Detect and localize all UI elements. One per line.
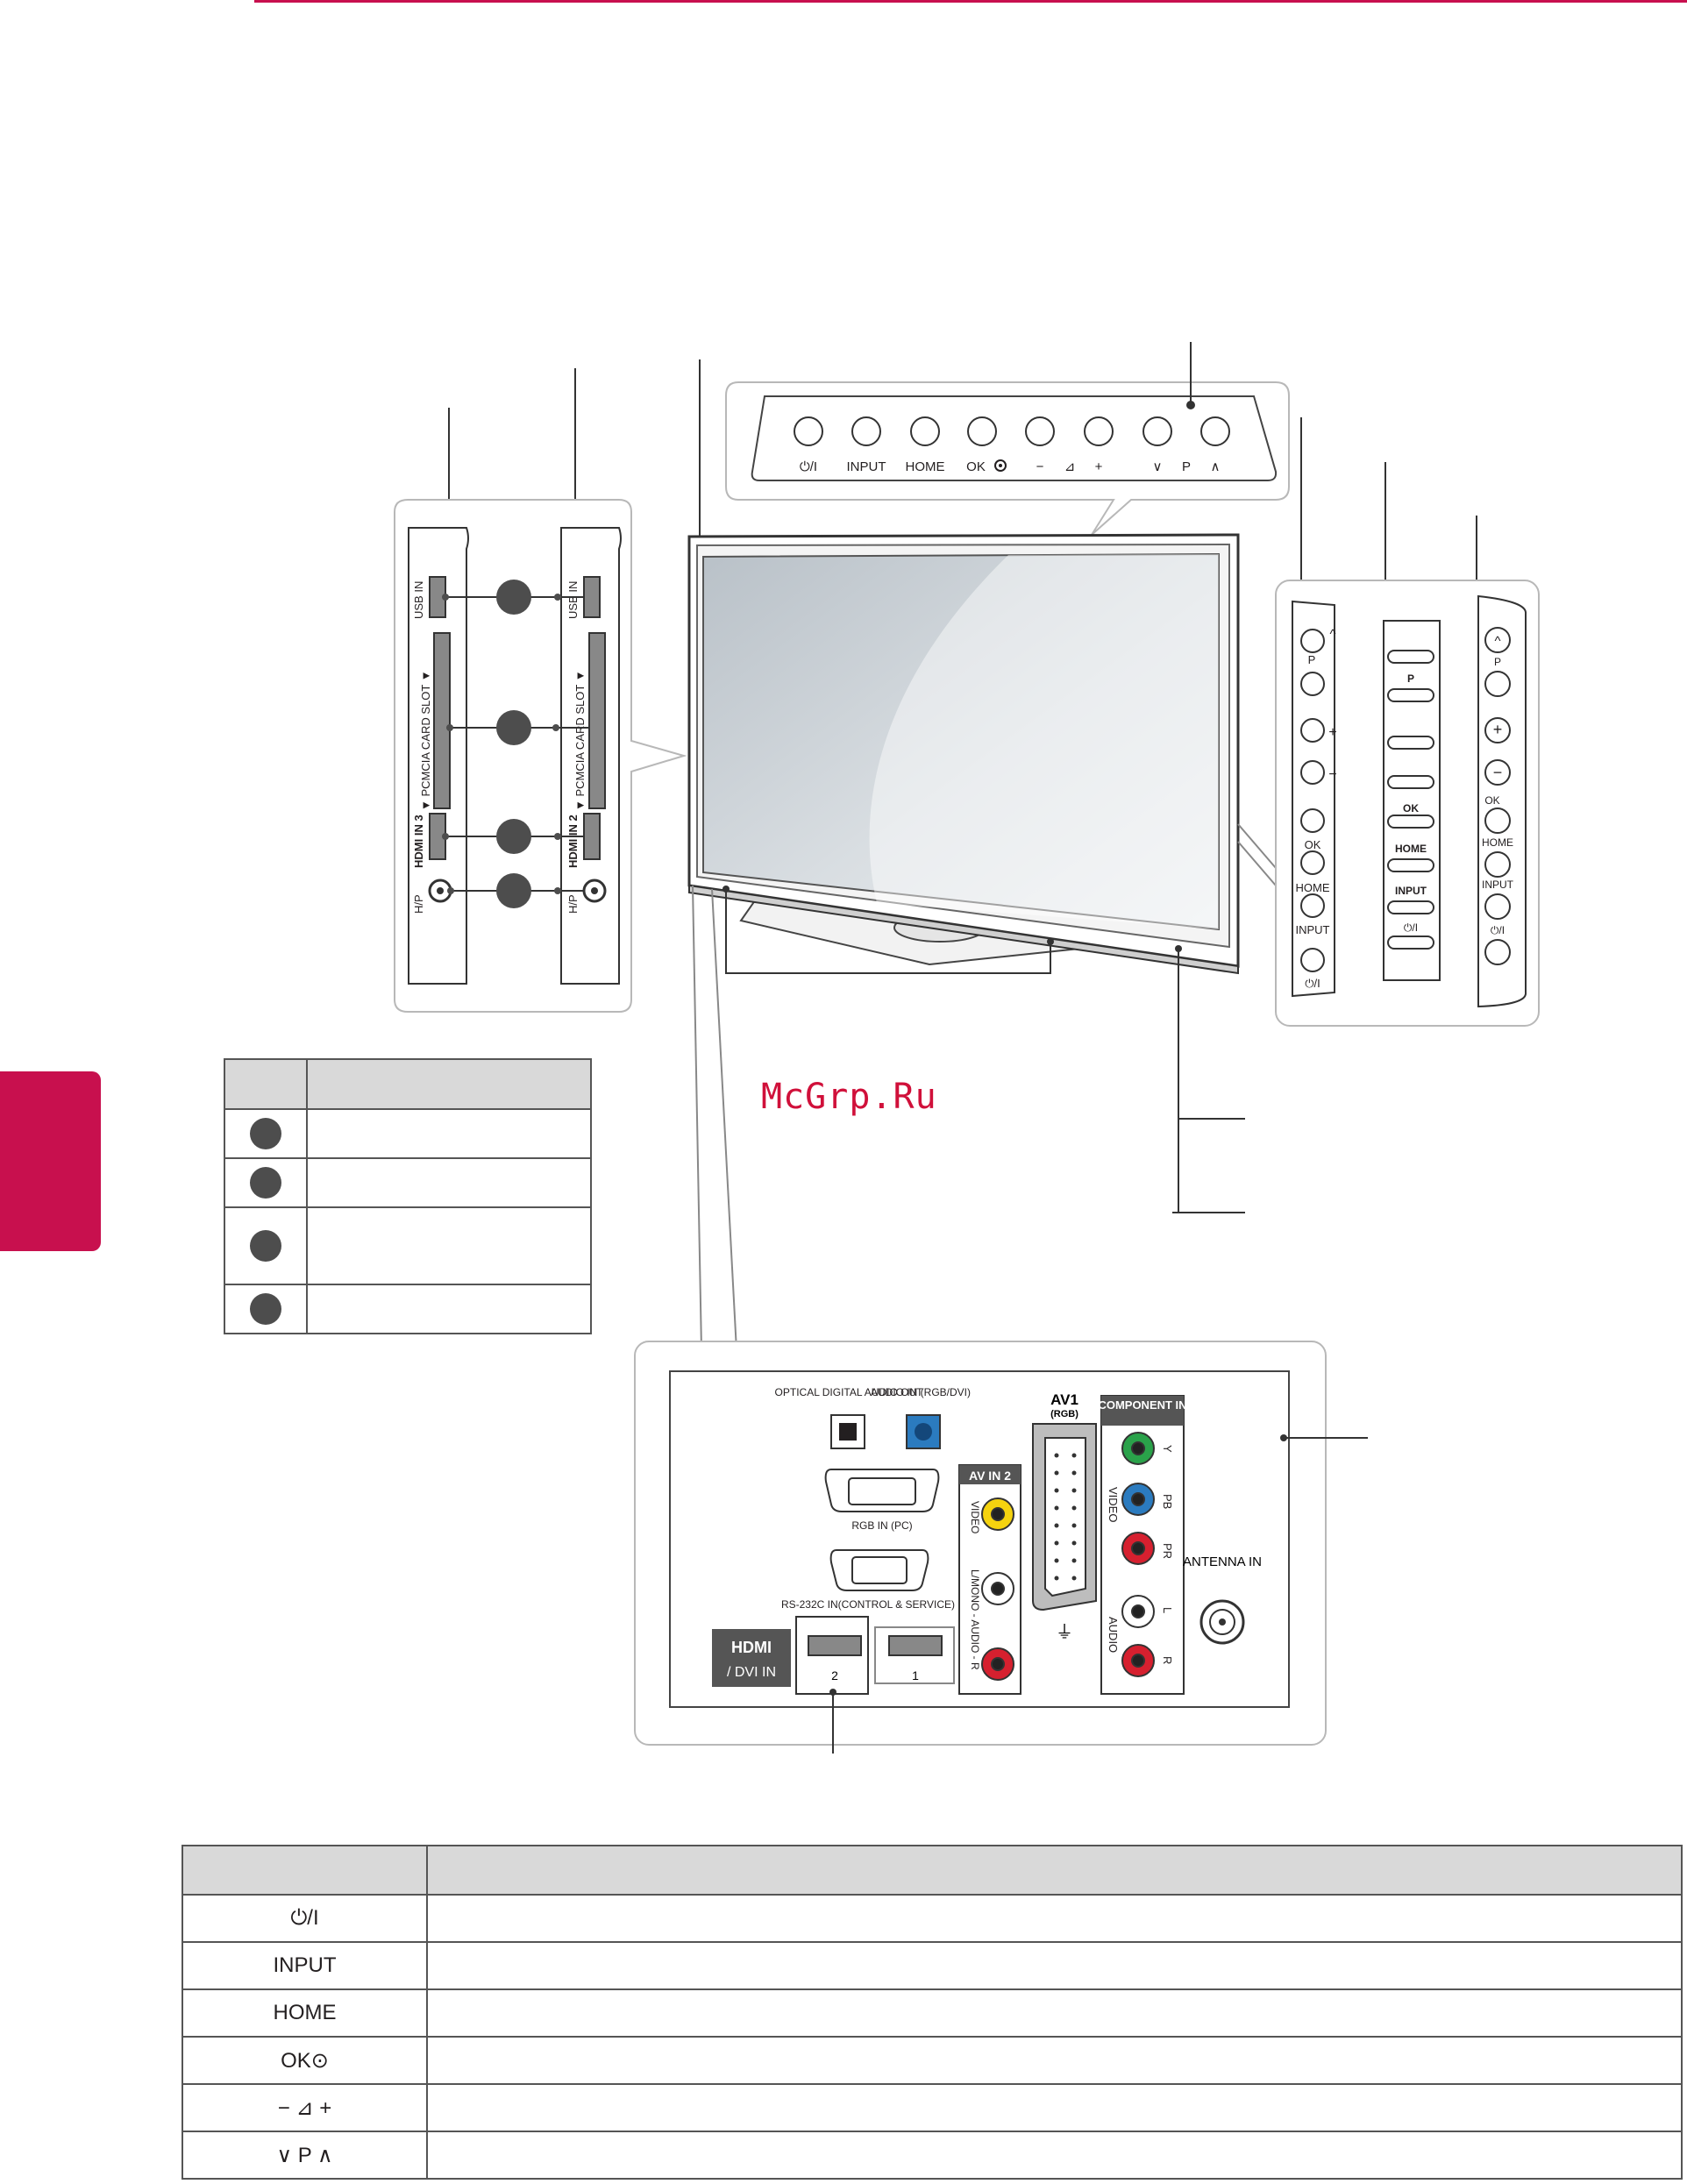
hp-label-3: H/P xyxy=(412,894,425,914)
row-power-symbol: ⏻/I xyxy=(182,1894,428,1943)
comp-pb-label: PB xyxy=(1161,1494,1174,1509)
top-btn-ok: OK xyxy=(966,459,986,474)
hdmi-port-2: 2 xyxy=(831,1668,838,1682)
top-btn-down: ∨ xyxy=(1153,459,1163,474)
side-buttons-callout: P OK HOME INPUT ⏻/I ^ + − P OK HOME INPU… xyxy=(1275,580,1540,1027)
comp-audio-label: AUDIO xyxy=(1107,1617,1120,1653)
hdmi3-label: HDMI IN 3 xyxy=(412,815,425,868)
comp-r-label: R xyxy=(1161,1656,1174,1664)
rgb-in-label: RGB IN (PC) xyxy=(851,1519,912,1532)
side-ports-callout: USB IN USB IN ▼ PCMCIA CARD SLOT ▼ ▼ PCM… xyxy=(394,499,687,1013)
legend-dot-3 xyxy=(250,1230,281,1262)
section-tab xyxy=(0,1071,101,1251)
panel-a-power: ⏻/I xyxy=(1305,977,1320,990)
panel-c-ok: OK xyxy=(1484,794,1499,807)
top-rule xyxy=(254,0,1687,3)
panel-b-input: INPUT xyxy=(1395,885,1427,897)
comp-y-label: Y xyxy=(1161,1445,1174,1453)
top-control-strip: ⏻/I INPUT HOME OK − ⊿ + ∨ P ∧ xyxy=(725,381,1290,536)
av-audio-label: L/MONO - AUDIO - R xyxy=(969,1569,981,1670)
pcmcia-label-2: ▼ PCMCIA CARD SLOT ▼ xyxy=(573,670,587,811)
panel-c-power: ⏻/I xyxy=(1491,924,1505,936)
tv-diagram: ⏻/I INPUT HOME OK − ⊿ + ∨ P ∧ xyxy=(394,342,1540,1754)
row-input-symbol: INPUT xyxy=(182,1941,428,1990)
panel-a-home: HOME xyxy=(1296,881,1330,894)
hdmi-dvi-label: / DVI IN xyxy=(727,1665,776,1680)
rear-panel-callout: OPTICAL DIGITAL AUDIO OUT AUDIO IN (RGB/… xyxy=(634,1341,1368,1754)
av-video-label: VIDEO xyxy=(969,1501,981,1533)
antenna-label: ANTENNA IN xyxy=(1183,1554,1262,1569)
usb-label-2: USB IN xyxy=(566,581,580,619)
av1-label: AV1 xyxy=(1050,1391,1078,1408)
tv-set xyxy=(687,533,1277,1351)
top-btn-vol: ⊿ xyxy=(1064,459,1076,474)
row-ok-symbol: OK⊙ xyxy=(182,2036,428,2085)
top-btn-p: P xyxy=(1182,459,1191,474)
panel-c-p: P xyxy=(1494,656,1501,668)
panel-c-home: HOME xyxy=(1482,836,1513,849)
pcmcia-label-3: ▼ PCMCIA CARD SLOT ▼ xyxy=(419,670,432,811)
svg-text:^: ^ xyxy=(1494,634,1500,649)
panel-a-input: INPUT xyxy=(1296,923,1330,936)
svg-text:−: − xyxy=(1328,767,1336,782)
rs232-label: RS-232C IN(CONTROL & SERVICE) xyxy=(781,1598,955,1611)
comp-pr-label: PR xyxy=(1161,1543,1174,1559)
panel-b-ok: OK xyxy=(1403,802,1419,815)
row-volume-symbol: − ⊿ + xyxy=(182,2083,428,2132)
watermark: McGrp.Ru xyxy=(761,1077,937,1117)
top-btn-plus: + xyxy=(1095,459,1103,474)
usb-label-3: USB IN xyxy=(412,581,425,619)
hdmi2-label: HDMI IN 2 xyxy=(566,815,580,868)
top-btn-up: ∧ xyxy=(1211,459,1221,474)
panel-a-p: P xyxy=(1308,653,1316,666)
hp-label-2: H/P xyxy=(566,894,580,914)
hdmi-logo: HDMI xyxy=(731,1639,772,1656)
hdmi-port-1: 1 xyxy=(912,1668,919,1682)
panel-a-ok: OK xyxy=(1305,838,1321,851)
av-in-2-label: AV IN 2 xyxy=(969,1469,1011,1483)
av1-sub-label: (RGB) xyxy=(1050,1409,1078,1419)
top-btn-home: HOME xyxy=(906,459,945,474)
row-program-symbol: ∨ P ∧ xyxy=(182,2131,428,2180)
panel-b-p: P xyxy=(1407,672,1414,685)
comp-video-label: VIDEO xyxy=(1107,1487,1120,1522)
top-btn-input: INPUT xyxy=(847,459,886,474)
optical-label: OPTICAL DIGITAL AUDIO OUT xyxy=(775,1386,924,1398)
legend-dot-2 xyxy=(250,1167,281,1199)
panel-b-home: HOME xyxy=(1395,843,1427,855)
component-label: COMPONENT IN xyxy=(1098,1398,1186,1412)
legend-dot-1 xyxy=(250,1118,281,1149)
svg-text:^: ^ xyxy=(1329,627,1335,642)
svg-text:+: + xyxy=(1328,725,1336,740)
row-home-symbol: HOME xyxy=(182,1988,428,2038)
svg-text:+: + xyxy=(1493,721,1503,738)
top-btn-power: ⏻/I xyxy=(800,459,817,474)
panel-b-power: ⏻/I xyxy=(1404,921,1418,934)
button-table: ⏻/I INPUT HOME OK⊙ − ⊿ + ∨ P ∧ xyxy=(182,1845,1683,2180)
comp-l-label: L xyxy=(1161,1607,1174,1613)
legend-table xyxy=(224,1058,592,1334)
svg-text:⏚: ⏚ xyxy=(1056,1623,1073,1642)
top-btn-minus: − xyxy=(1036,459,1044,474)
panel-c-input: INPUT xyxy=(1482,879,1514,891)
audio-in-label: AUDIO IN (RGB/DVI) xyxy=(871,1386,971,1398)
svg-text:−: − xyxy=(1493,764,1503,781)
legend-dot-4 xyxy=(250,1293,281,1325)
